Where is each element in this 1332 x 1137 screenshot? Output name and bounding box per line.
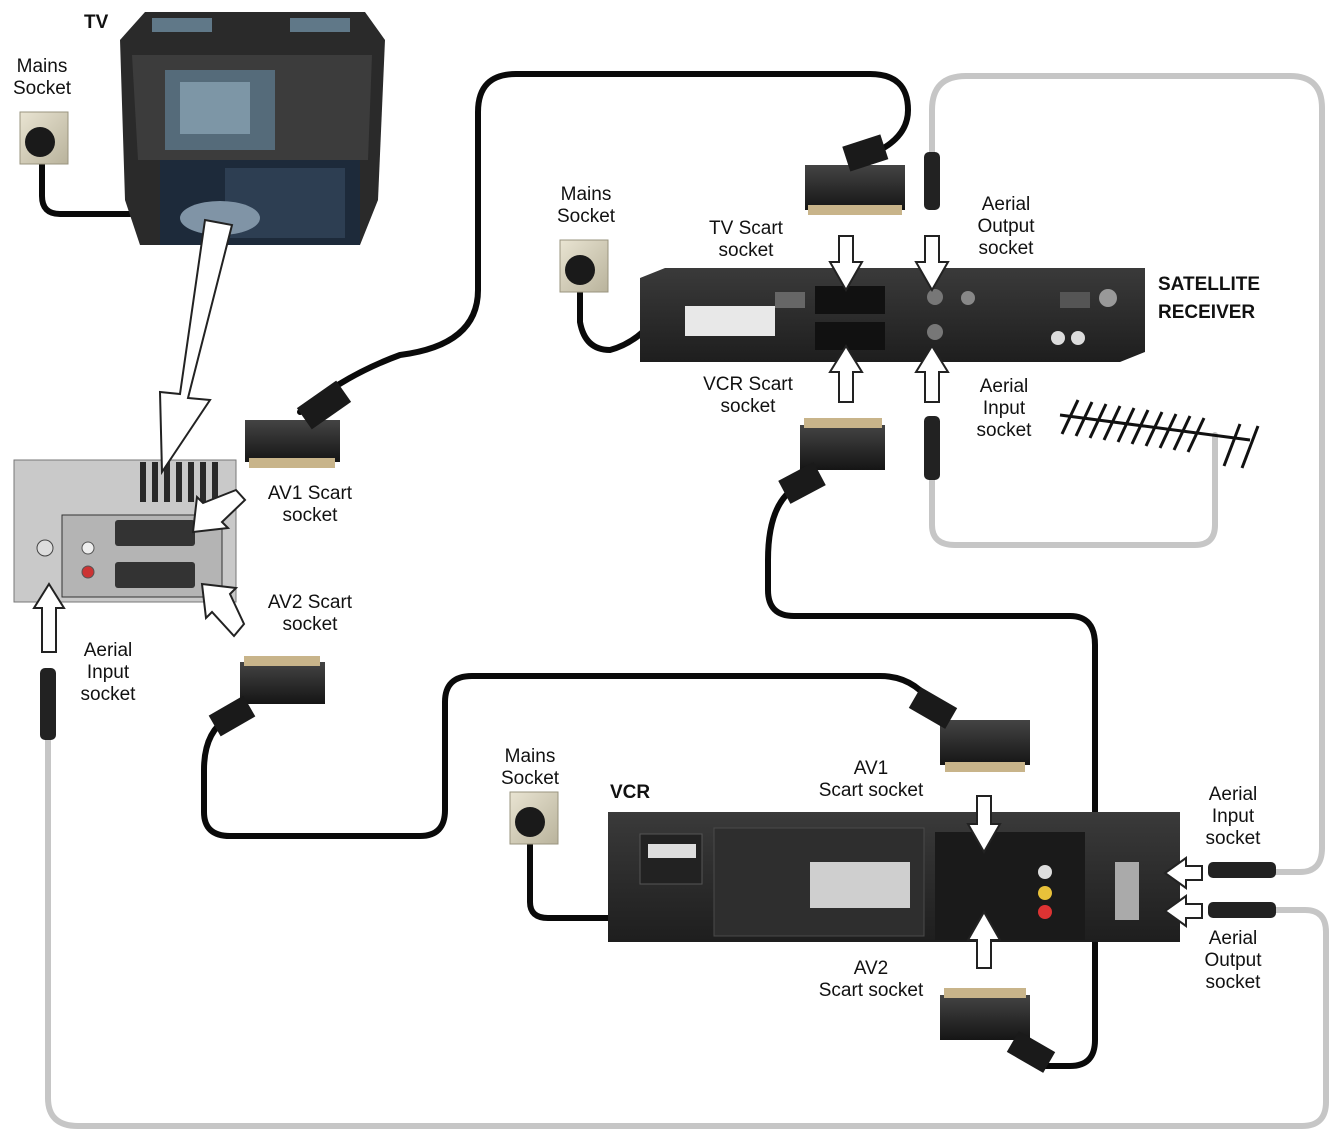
scart-cables xyxy=(39,71,1098,1069)
arrow-sat-aerial-input xyxy=(914,344,950,403)
scart-plugs xyxy=(208,134,1056,1073)
arrow-vcr-aerial-input xyxy=(1163,856,1203,890)
scart-plug-vcr-av2 xyxy=(940,988,1056,1073)
scart-cable-sat-vcr-to-vcr-av2 xyxy=(765,482,1098,1069)
scart-plug-sat-vcr xyxy=(778,418,885,504)
vcr-mains-plug xyxy=(509,791,559,845)
arrow-tv-av2 xyxy=(200,582,246,638)
connection-arrows xyxy=(32,235,1203,969)
aerial-cable-vcr-output-to-tv-input xyxy=(45,732,1329,1129)
arrow-vcr-aerial-output xyxy=(1163,894,1203,928)
coax-plugs xyxy=(40,152,1276,918)
arrow-sat-aerial-output xyxy=(914,235,950,293)
scart-plug-tv-av2 xyxy=(208,656,325,737)
scart-plug-sat-tv xyxy=(805,134,905,215)
vcr-device xyxy=(608,812,1180,942)
arrow-sat-tv-scart xyxy=(828,235,864,293)
antenna xyxy=(1059,399,1260,469)
arrow-sat-vcr-scart xyxy=(828,344,864,403)
vcr-title: VCR xyxy=(610,782,651,803)
aerial-cables xyxy=(45,73,1329,1129)
mains-cable-tv xyxy=(39,159,133,217)
tv-title: TV xyxy=(84,12,109,33)
scart-cable-tv-av2-to-vcr-av1 xyxy=(201,673,938,839)
arrow-vcr-av2 xyxy=(966,909,1002,969)
scart-plug-tv-av1 xyxy=(245,380,352,468)
tv-device xyxy=(120,12,385,245)
sat-mains-plug xyxy=(559,239,609,293)
arrow-vcr-av1 xyxy=(966,795,1002,855)
tv-back-panel xyxy=(13,459,237,603)
scart-cable-tv-av1-to-sat-tv xyxy=(297,71,911,415)
mains-cable-vcr xyxy=(527,839,671,921)
scart-plug-vcr-av1 xyxy=(908,687,1030,772)
tv-mains-plug xyxy=(19,111,69,165)
satellite-receiver-device xyxy=(640,268,1145,362)
arrow-tv-av1 xyxy=(191,488,247,534)
tv-zoom-arrow xyxy=(158,218,234,476)
arrow-tv-aerial-input xyxy=(32,582,66,653)
aerial-cable-sat-output-to-vcr-input xyxy=(929,73,1325,875)
aerial-cable-antenna-to-sat-input xyxy=(929,432,1218,548)
